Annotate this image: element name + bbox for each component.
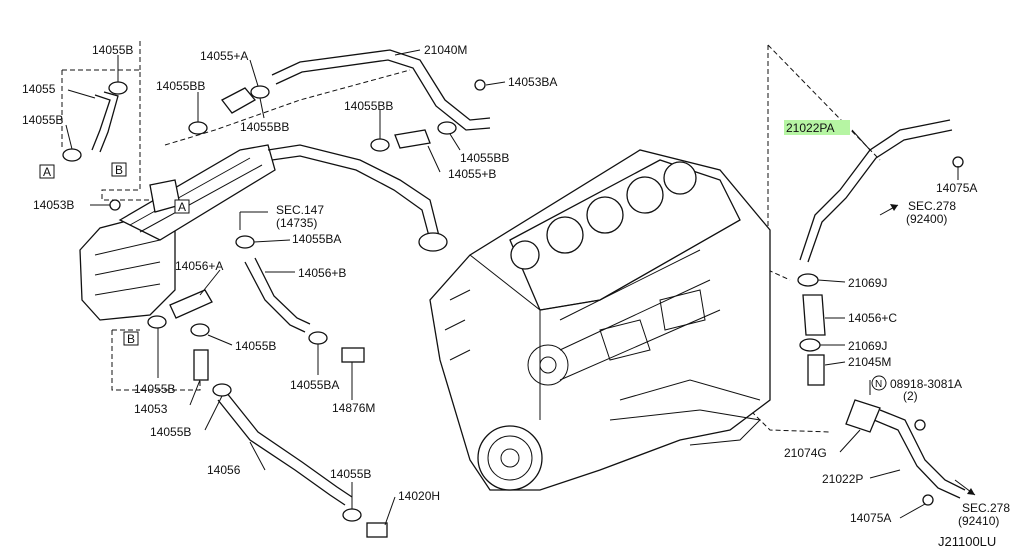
label-21069j-top[interactable]: 21069J	[848, 276, 887, 290]
label-14075a-top[interactable]: 14075A	[936, 181, 977, 195]
ref-b-top: B	[115, 163, 123, 177]
label-14055ba-lower[interactable]: 14055BA	[290, 378, 339, 392]
label-14055-plus-b[interactable]: 14055+B	[448, 167, 496, 181]
label-14055bb-left[interactable]: 14055BB	[156, 79, 205, 93]
label-14056-plus-b[interactable]: 14056+B	[298, 266, 346, 280]
egr-cooler-assembly	[79, 144, 276, 321]
hoses	[91, 49, 966, 506]
label-14055bb-right[interactable]: 14055BB	[240, 120, 289, 134]
label-sec278-bottom-sub: (92410)	[958, 514, 999, 528]
label-14055b-bottomleft[interactable]: 14055B	[150, 425, 191, 439]
label-21045m[interactable]: 21045M	[848, 355, 891, 369]
label-14055[interactable]: 14055	[22, 82, 56, 96]
leader-lines	[65, 49, 976, 526]
reference-markers: A B A B N	[39, 162, 887, 391]
diagram-code: J21100LU	[938, 534, 996, 549]
label-14055b-left[interactable]: 14055B	[22, 113, 63, 127]
label-21022p[interactable]: 21022P	[822, 472, 863, 486]
ref-b-bottom: B	[127, 332, 135, 346]
label-14053[interactable]: 14053	[134, 402, 168, 416]
label-14056-plus-c[interactable]: 14056+C	[848, 311, 897, 325]
label-sec278-top[interactable]: SEC.278	[908, 199, 956, 213]
label-14055b-bottom[interactable]: 14055B	[330, 467, 371, 481]
label-14056[interactable]: 14056	[207, 463, 241, 477]
label-sec278-bottom[interactable]: SEC.278	[962, 501, 1010, 515]
label-21074g[interactable]: 21074G	[784, 446, 827, 460]
label-14020h[interactable]: 14020H	[398, 489, 440, 503]
label-14055bb-lower[interactable]: 14055BB	[460, 151, 509, 165]
label-sec278-top-sub: (92400)	[906, 212, 947, 226]
ref-n: N	[875, 379, 882, 390]
label-08918-qty: (2)	[903, 389, 918, 403]
label-14056-plus-a[interactable]: 14056+A	[175, 259, 223, 273]
label-14876m[interactable]: 14876M	[332, 401, 375, 415]
engine-block	[429, 149, 771, 491]
label-21022pa[interactable]: 21022PA	[786, 121, 835, 135]
label-14055b-lowleft[interactable]: 14055B	[134, 382, 175, 396]
label-sec147[interactable]: SEC.147	[276, 203, 324, 217]
label-21069j-bottom[interactable]: 21069J	[848, 339, 887, 353]
label-14055-plus-a[interactable]: 14055+A	[200, 49, 248, 63]
label-08918-3081a[interactable]: 08918-3081A	[890, 377, 962, 391]
label-21040m[interactable]: 21040M	[424, 43, 467, 57]
label-14055b-center[interactable]: 14055B	[235, 339, 276, 353]
label-14053b[interactable]: 14053B	[33, 198, 74, 212]
label-14075a-bottom[interactable]: 14075A	[850, 511, 891, 525]
ref-a-right: A	[178, 200, 186, 214]
ref-a-left: A	[43, 165, 51, 179]
label-sec147-sub: (14735)	[276, 216, 317, 230]
label-14055bb-mid[interactable]: 14055BB	[344, 99, 393, 113]
label-14053ba[interactable]: 14053BA	[508, 75, 557, 89]
label-14055ba-mid[interactable]: 14055BA	[292, 232, 341, 246]
part-labels: 14055B 14055+A 21040M 14055 14055BB 1405…	[22, 43, 1010, 549]
highlight-21022pa	[784, 120, 850, 135]
label-14055b-top[interactable]: 14055B	[92, 43, 133, 57]
